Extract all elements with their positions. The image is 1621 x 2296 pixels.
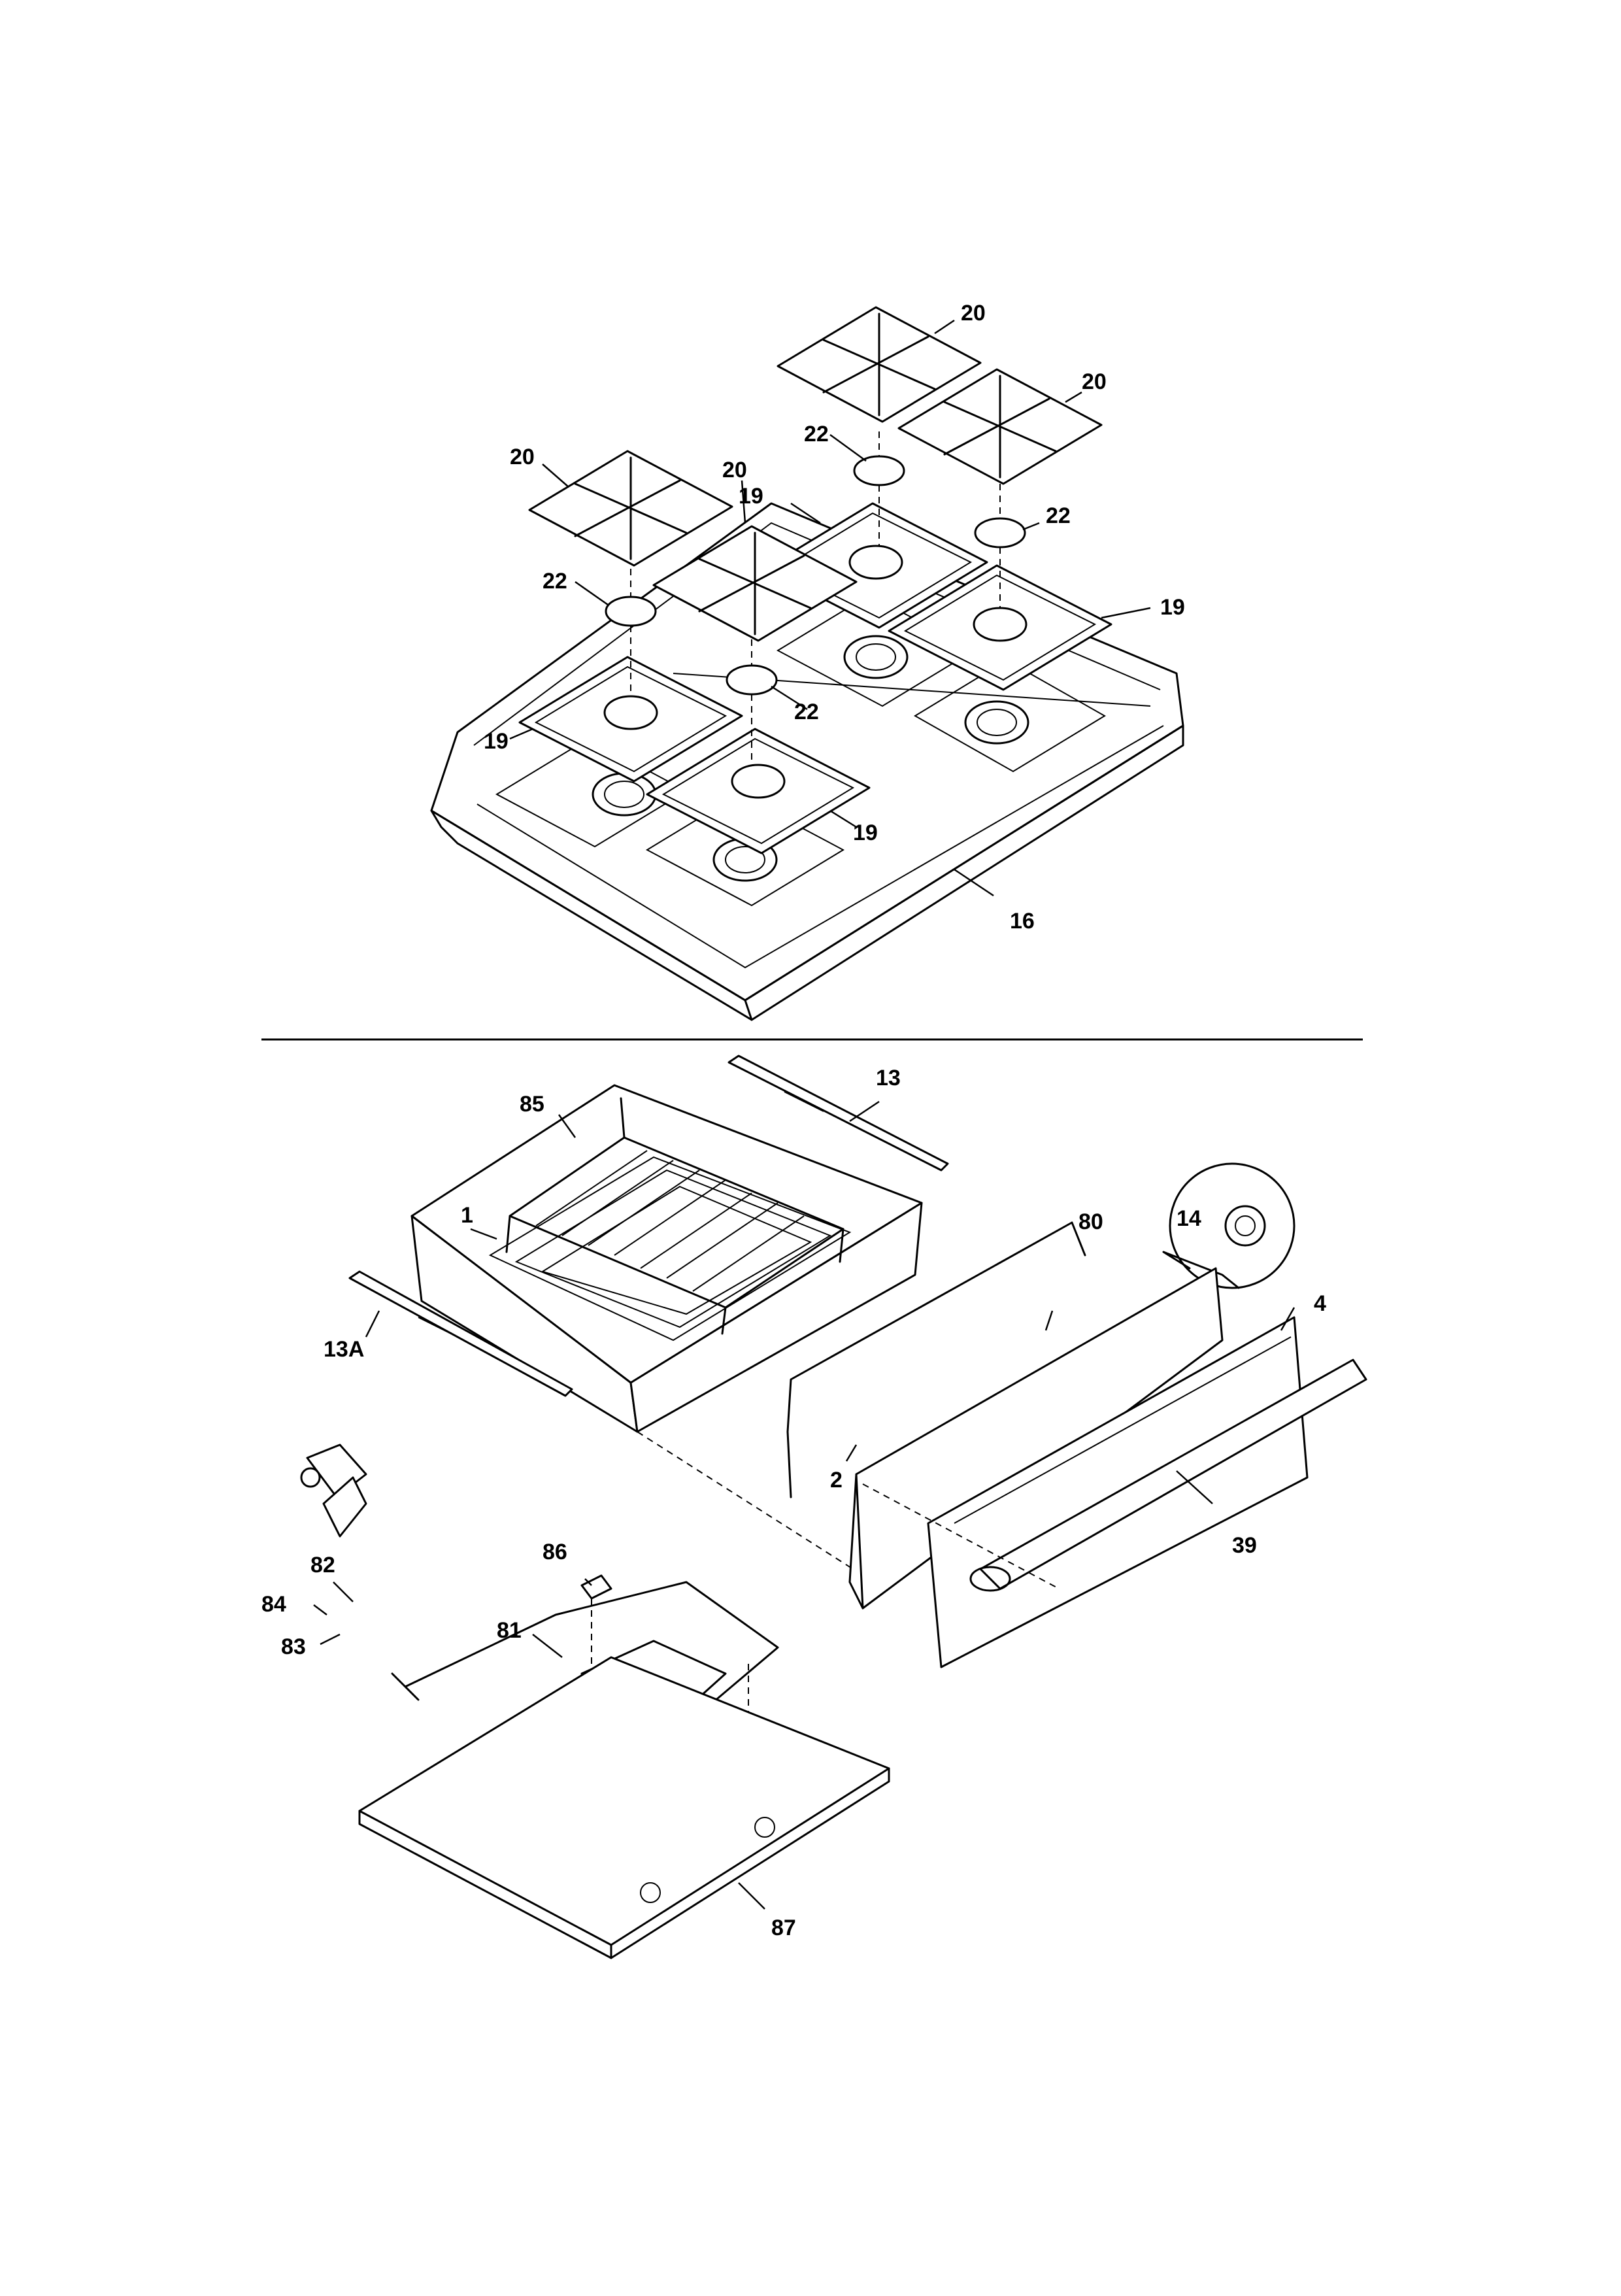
callout-14: 14 xyxy=(1177,1206,1201,1231)
burner-grate-20 xyxy=(528,306,1103,642)
callout-20: 20 xyxy=(1082,369,1107,394)
callout-4: 4 xyxy=(1314,1291,1326,1316)
callout-86: 86 xyxy=(543,1540,567,1564)
broiler-assembly xyxy=(300,1055,1367,1959)
callout-13: 13 xyxy=(876,1066,901,1090)
oven-bottom-87 xyxy=(358,1656,890,1959)
callout-87: 87 xyxy=(771,1916,796,1940)
callout-labels: 20 20 20 20 22 22 22 22 19 19 19 19 16 1… xyxy=(261,301,1326,1940)
callout-20: 20 xyxy=(510,445,535,469)
drawer-handle-39 xyxy=(969,1359,1367,1592)
detail-callout-14 xyxy=(1162,1162,1295,1289)
callout-85: 85 xyxy=(520,1092,544,1117)
callout-19: 19 xyxy=(1160,595,1185,620)
callout-20: 20 xyxy=(961,301,986,326)
door-gasket-80 xyxy=(786,1221,1086,1498)
ignitor-assembly-82-83-84 xyxy=(300,1443,367,1538)
callout-39: 39 xyxy=(1232,1533,1257,1558)
callout-83: 83 xyxy=(281,1634,306,1659)
callout-19: 19 xyxy=(739,484,763,509)
callout-20: 20 xyxy=(722,458,747,482)
callout-22: 22 xyxy=(804,422,829,447)
callout-22: 22 xyxy=(543,569,567,594)
broil-pan-1 xyxy=(410,1084,923,1433)
side-rail-13A xyxy=(348,1270,573,1397)
side-rail-13 xyxy=(727,1055,949,1172)
callout-19: 19 xyxy=(853,820,878,845)
callout-19: 19 xyxy=(484,729,509,754)
broil-rack-85 xyxy=(505,1097,844,1335)
callout-81: 81 xyxy=(497,1618,522,1643)
callout-22: 22 xyxy=(794,700,819,724)
cooktop-assembly xyxy=(430,306,1184,1021)
callout-80: 80 xyxy=(1078,1209,1103,1234)
callout-84: 84 xyxy=(261,1592,286,1617)
callout-1: 1 xyxy=(461,1203,473,1228)
callout-16: 16 xyxy=(1010,909,1035,934)
callout-13A: 13A xyxy=(324,1337,364,1362)
element-clip-86 xyxy=(580,1574,612,1600)
burner-cap-22 xyxy=(605,431,1026,765)
callout-82: 82 xyxy=(310,1553,335,1578)
callout-22: 22 xyxy=(1046,503,1071,528)
callout-2: 2 xyxy=(830,1468,843,1493)
